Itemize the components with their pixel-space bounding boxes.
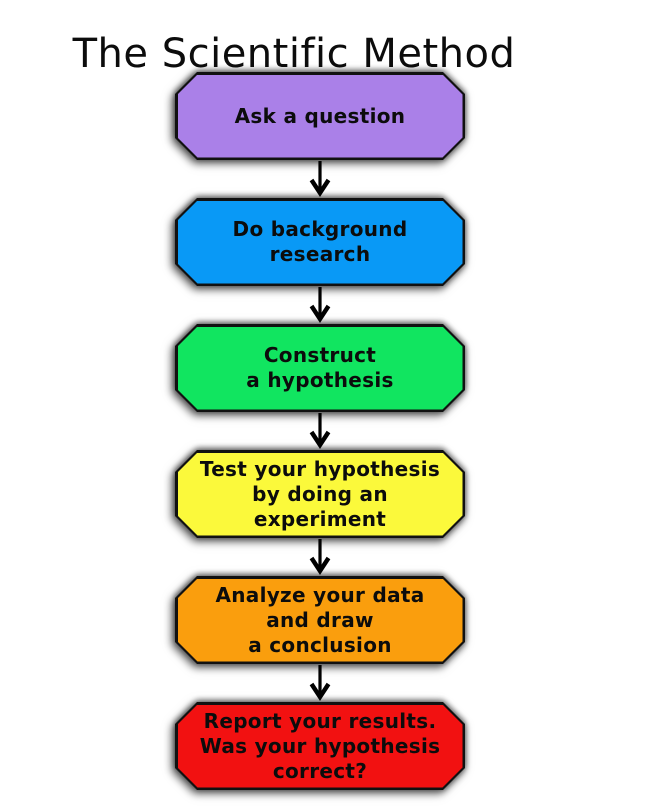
step-label: Construct a hypothesis [246, 343, 394, 392]
flowchart: Ask a question Do background research Co… [175, 72, 465, 790]
down-arrow-icon [309, 539, 331, 576]
octagon-shape: Ask a question [175, 72, 465, 160]
flow-step-report-results: Report your results. Was your hypothesis… [175, 702, 465, 790]
down-arrow-icon [309, 161, 331, 198]
octagon-shape: Analyze your data and draw a conclusion [175, 576, 465, 664]
flow-step-test-hypothesis: Test your hypothesis by doing an experim… [175, 450, 465, 538]
page-title: The Scientific Method [72, 30, 516, 77]
down-arrow-icon [309, 287, 331, 324]
flow-step-background-research: Do background research [175, 198, 465, 286]
down-arrow-icon [309, 413, 331, 450]
step-label: Report your results. Was your hypothesis… [199, 708, 441, 783]
step-label: Test your hypothesis by doing an experim… [199, 456, 441, 531]
flow-step-ask-question: Ask a question [175, 72, 465, 160]
octagon-shape: Do background research [175, 198, 465, 286]
flow-step-construct-hypothesis: Construct a hypothesis [175, 324, 465, 412]
octagon-shape: Test your hypothesis by doing an experim… [175, 450, 465, 538]
step-label: Ask a question [234, 103, 406, 128]
step-label: Analyze your data and draw a conclusion [215, 582, 425, 657]
octagon-shape: Construct a hypothesis [175, 324, 465, 412]
step-label: Do background research [232, 217, 408, 266]
flow-step-analyze-data: Analyze your data and draw a conclusion [175, 576, 465, 664]
octagon-shape: Report your results. Was your hypothesis… [175, 702, 465, 790]
down-arrow-icon [309, 665, 331, 702]
